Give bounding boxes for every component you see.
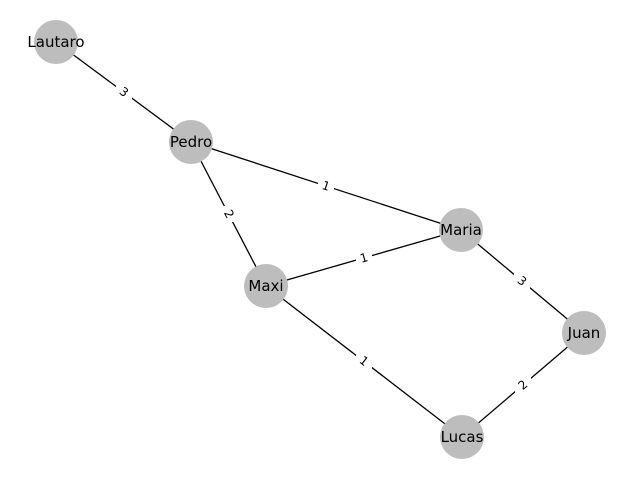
- node-circle: [169, 120, 213, 164]
- edge-label-bg: [356, 353, 372, 369]
- node-circle: [562, 311, 606, 355]
- node-lautaro: Lautaro: [27, 20, 85, 64]
- node-label: Maria: [440, 221, 482, 239]
- edge-pedro-maria: 1: [190, 141, 462, 231]
- node-label: Lucas: [441, 428, 484, 446]
- node-pedro: Pedro: [169, 120, 213, 164]
- node-label: Lautaro: [27, 33, 84, 51]
- edge-weight-label: 1: [358, 250, 369, 266]
- edge-maxi-lucas: 1: [265, 285, 463, 438]
- edge-maxi-maria: 1: [265, 229, 462, 287]
- edge-label-bg: [515, 377, 531, 393]
- edges-layer: 3 1 2 1 3 1 2: [55, 41, 585, 438]
- edge-weight-label: 1: [320, 178, 332, 194]
- node-circle: [34, 20, 78, 64]
- edge-label-bg: [514, 273, 530, 289]
- node-lucas: Lucas: [440, 415, 484, 459]
- edge-pedro-maxi: 2: [190, 141, 267, 287]
- edge-maria-juan: 3: [460, 229, 585, 334]
- node-juan: Juan: [562, 311, 606, 355]
- edge-label-bg: [221, 206, 237, 222]
- edge-label-bg: [318, 178, 334, 194]
- node-label: Juan: [567, 324, 601, 342]
- node-circle: [439, 208, 483, 252]
- node-circle: [244, 264, 288, 308]
- node-label: Pedro: [170, 133, 212, 151]
- node-label: Maxi: [248, 277, 283, 295]
- nodes-layer: Lautaro Pedro Maria Maxi Juan Lucas: [27, 20, 606, 459]
- edge-lucas-juan: 2: [461, 332, 585, 438]
- node-maria: Maria: [439, 208, 483, 252]
- node-maxi: Maxi: [244, 264, 288, 308]
- edge-lautaro-pedro: 3: [55, 41, 192, 143]
- edge-label-bg: [116, 84, 132, 100]
- node-circle: [440, 415, 484, 459]
- edge-label-bg: [356, 250, 372, 266]
